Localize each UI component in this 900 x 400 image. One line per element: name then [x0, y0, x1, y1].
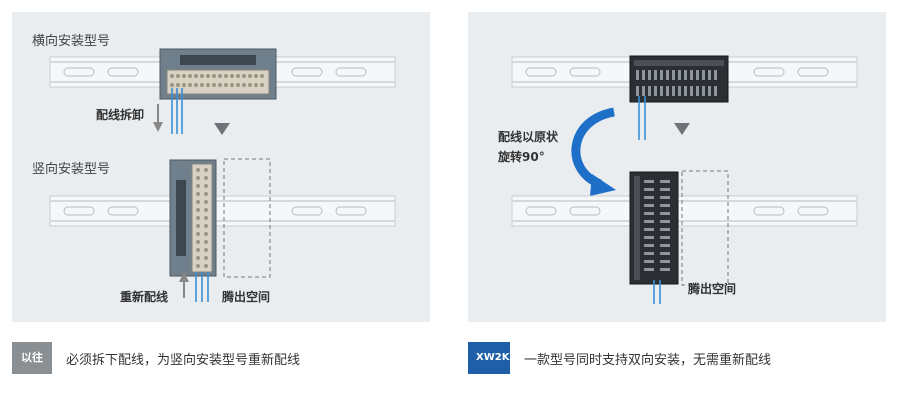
right-space-label: 腾出空间 — [688, 282, 737, 296]
wires-bottom — [195, 272, 209, 302]
badge-xw2k: XW2K — [468, 342, 510, 374]
din-rail-bottom — [511, 195, 858, 227]
caption-conventional: 以往 必须拆下配线，为竖向安装型号重新配线 — [12, 342, 300, 374]
badge-conventional: 以往 — [12, 342, 52, 374]
left-panel-conventional: 横向安装型号 配线拆卸 竖向安装型号 重新配线 腾出空间 — [12, 12, 430, 322]
xw2k-horizontal-block — [629, 55, 729, 103]
rotate-arrow-icon — [571, 107, 616, 196]
rewire-label: 重新配线 — [120, 290, 169, 304]
rotate-label-line2: 旋转90° — [498, 150, 545, 164]
freed-space-box — [223, 158, 271, 278]
left-diagram — [49, 48, 396, 302]
rotate-label-line1: 配线以原状 — [498, 130, 559, 144]
vertical-model-label: 竖向安装型号 — [32, 162, 111, 177]
horizontal-terminal-block — [159, 48, 277, 100]
down-triangle-icon — [214, 123, 230, 135]
caption-xw2k-text: 一款型号同时支持双向安装，无需重新配线 — [524, 352, 772, 368]
right-panel-xw2k: 配线以原状 旋转90° 腾出空间 — [468, 12, 886, 322]
wires-top — [171, 88, 183, 134]
din-rail-bottom — [49, 195, 396, 227]
rewire-arrow-icon — [179, 272, 189, 298]
remove-wiring-label: 配线拆卸 — [96, 108, 145, 122]
remove-arrow-icon — [153, 104, 163, 132]
wires-top — [638, 96, 646, 140]
down-triangle-icon — [674, 123, 690, 135]
left-space-label: 腾出空间 — [222, 290, 271, 304]
caption-xw2k: XW2K 一款型号同时支持双向安装，无需重新配线 — [468, 342, 771, 374]
right-diagram — [511, 55, 858, 304]
horizontal-model-label: 横向安装型号 — [32, 34, 111, 49]
wires-bottom — [653, 280, 661, 304]
caption-conventional-text: 必须拆下配线，为竖向安装型号重新配线 — [66, 352, 301, 368]
xw2k-vertical-block — [629, 171, 679, 285]
vertical-terminal-block — [169, 159, 217, 277]
freed-space-box — [681, 170, 729, 286]
